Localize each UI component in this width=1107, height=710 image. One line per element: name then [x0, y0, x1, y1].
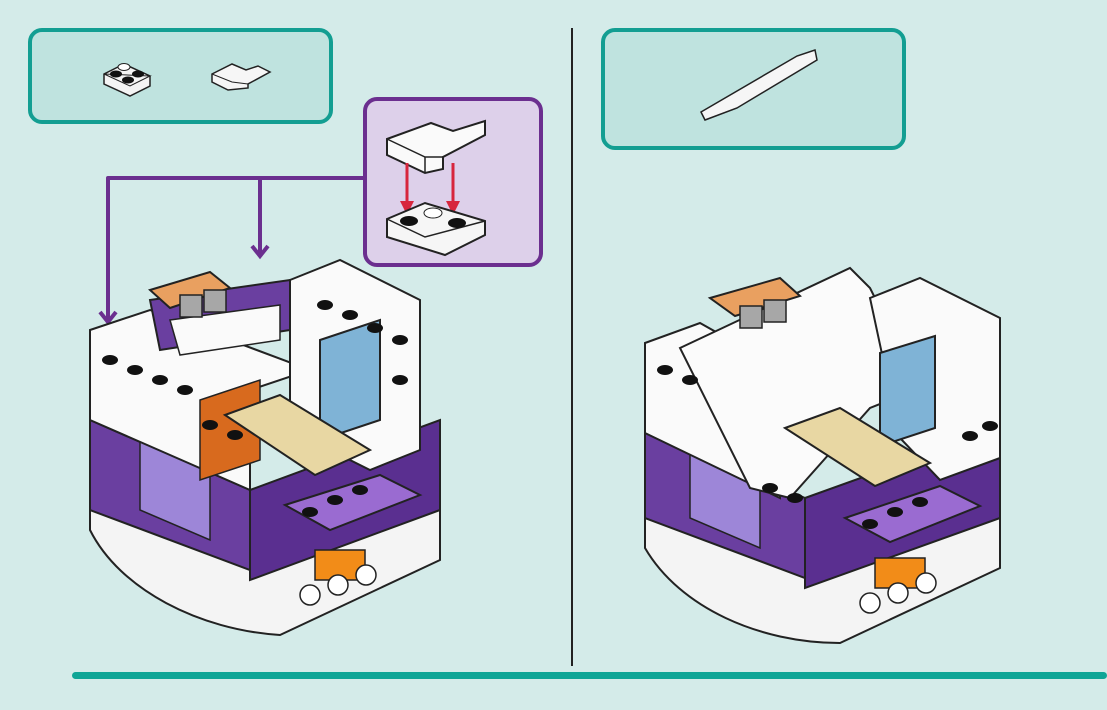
curved-slope-part-icon: [697, 46, 827, 126]
model-assembly-left: [80, 250, 480, 640]
step-divider: [571, 28, 573, 666]
model-assembly-right: [640, 258, 1040, 648]
parts-callout-right: [601, 28, 906, 150]
page-footer-bar: [72, 672, 1107, 679]
